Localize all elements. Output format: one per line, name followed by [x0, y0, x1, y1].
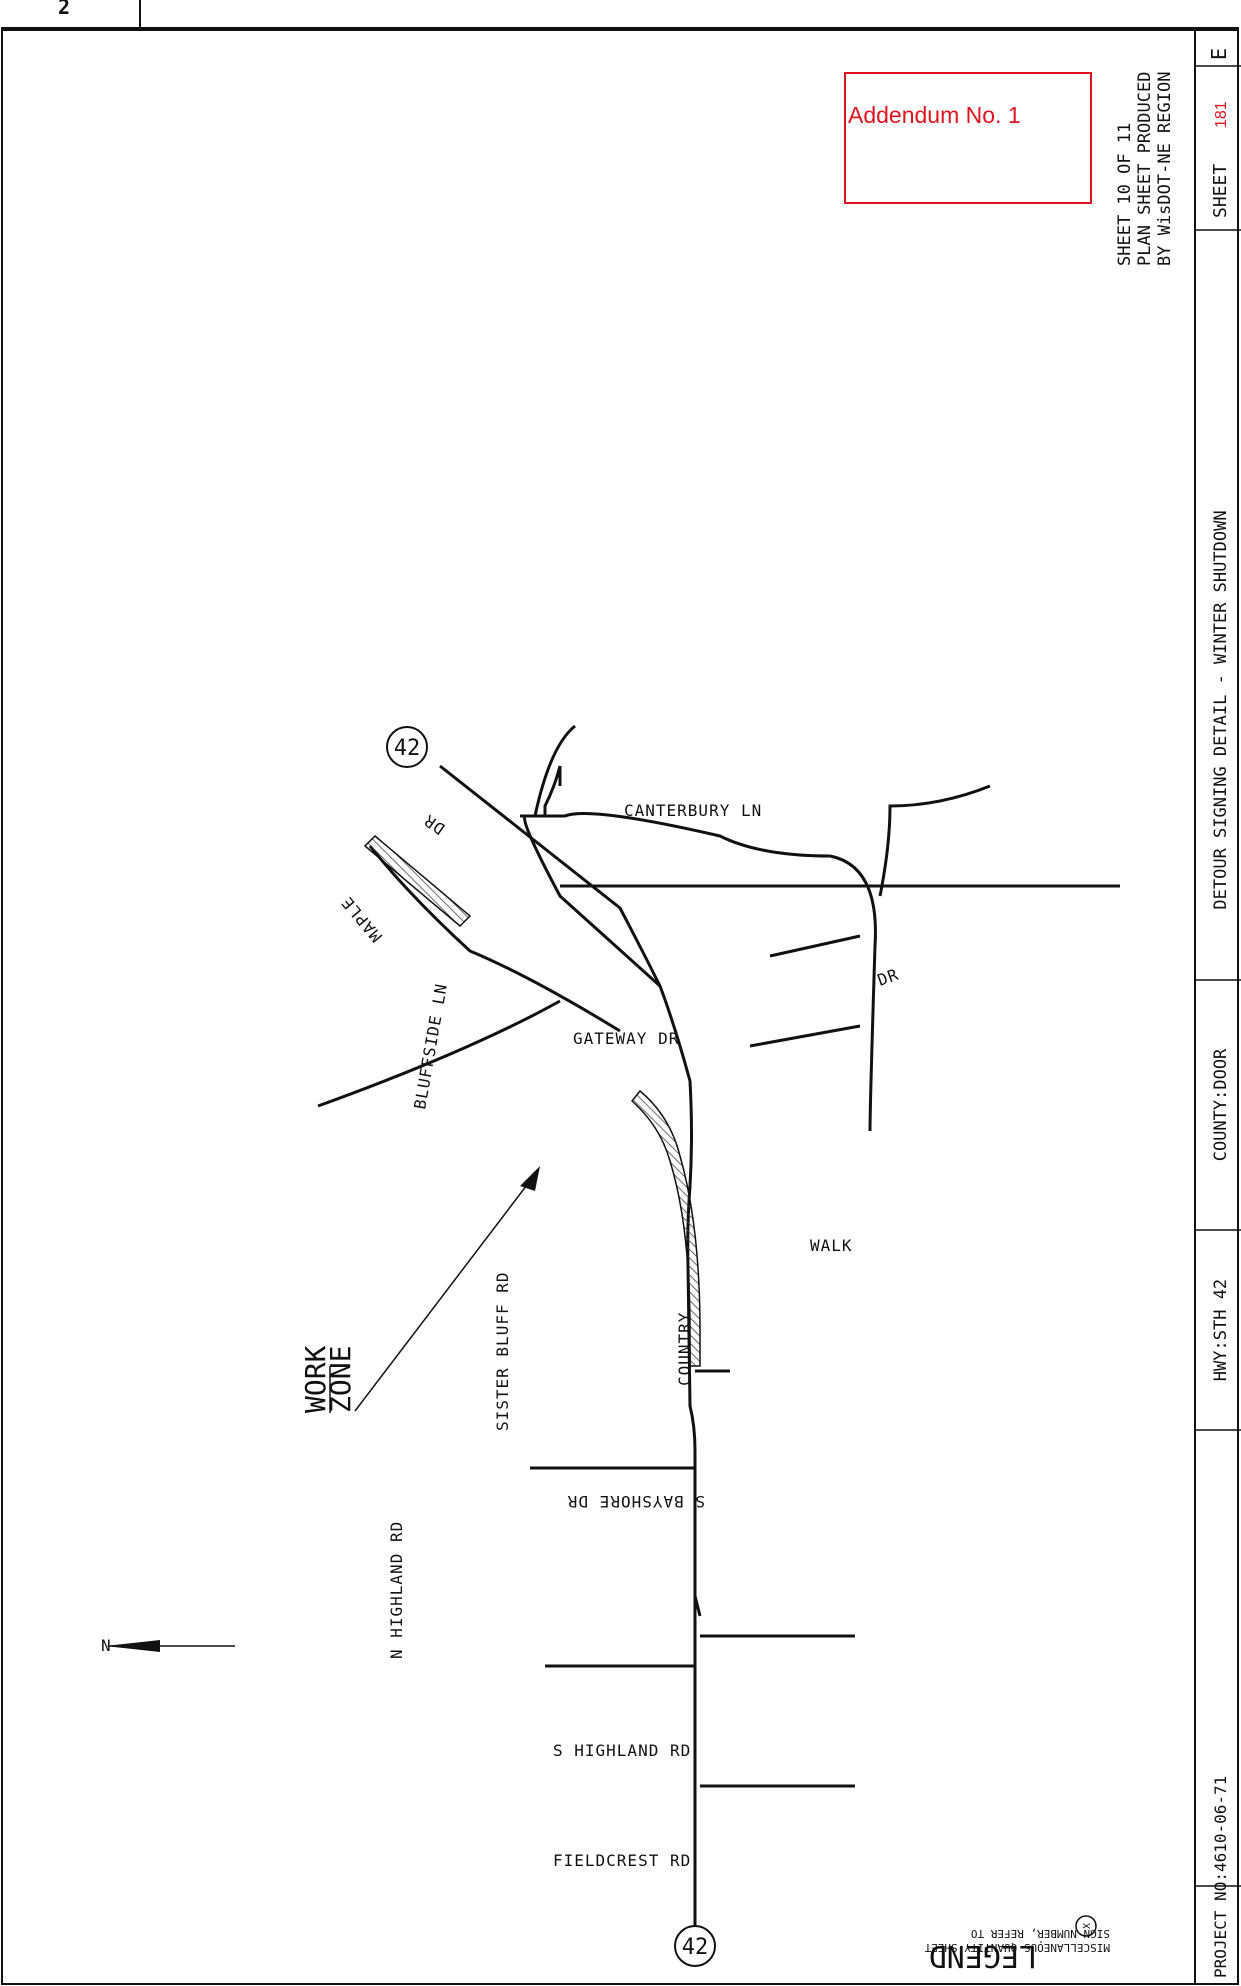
- sheet-info-1: SHEET 10 OF 11: [1115, 123, 1135, 266]
- title-block-county: COUNTY:DOOR: [1211, 1048, 1231, 1161]
- title-block-project: PROJECT NO:4610-06-71: [1211, 1776, 1230, 1978]
- closed-segment-hatch: [363, 834, 472, 928]
- road-label-s-bayshore: S BAYSHORE DR: [567, 1492, 705, 1511]
- sth-42: [439, 764, 697, 1946]
- road-label-gateway: GATEWAY DR: [573, 1029, 679, 1048]
- title-block-e: E: [1207, 48, 1231, 60]
- hwy-42-shield-north: 42: [386, 726, 428, 768]
- work-zone-hatch: [630, 1089, 701, 1367]
- road-label-dr-walk: DR: [875, 965, 901, 990]
- title-block-title: DETOUR SIGNING DETAIL - WINTER SHUTDOWN: [1211, 510, 1231, 909]
- hwy-42-shield-south: 42: [674, 1925, 716, 1967]
- road-label-s-highland: S HIGHLAND RD: [553, 1741, 691, 1760]
- east-road: [543, 765, 562, 816]
- walk-dr-spur: [878, 784, 991, 897]
- svg-text:42: 42: [682, 1935, 709, 1960]
- sheet-border: [1, 27, 1239, 1985]
- road-label-country: COUNTRY: [675, 1312, 694, 1386]
- sheet-info-2: PLAN SHEET PRODUCED: [1135, 72, 1155, 266]
- legend-title: LEGEND: [929, 1938, 1037, 1973]
- sheet-info-3: BY WisDOT-NE REGION: [1155, 72, 1175, 266]
- canterbury-east: [520, 724, 576, 818]
- addendum-box: Addendum No. 1: [844, 72, 1092, 204]
- legend: LEGEND X SIGN NUMBER, REFER TO MISCELLAN…: [924, 1915, 1110, 1973]
- addendum-line1: Addendum No. 1: [848, 102, 1021, 128]
- svg-text:ZONE: ZONE: [324, 1346, 357, 1413]
- road-label-fieldcrest: FIELDCREST RD: [553, 1851, 691, 1870]
- road-label-walk: WALK: [810, 1236, 853, 1255]
- sheet-corner-number: 2: [58, 0, 70, 19]
- maple-dr: [368, 845, 621, 1033]
- road-label-sister-bluff: SISTER BLUFF RD: [493, 1272, 512, 1432]
- road-network: [317, 724, 1120, 1946]
- title-block-hwy: HWY:STH 42: [1211, 1279, 1231, 1381]
- svg-text:N: N: [101, 1636, 111, 1655]
- road-label-dr-maple: DR: [420, 811, 448, 839]
- work-zone-label: WORK ZONE: [299, 1166, 540, 1413]
- svg-text:SIGN NUMBER, REFER TO: SIGN NUMBER, REFER TO: [971, 1927, 1110, 1940]
- road-label-n-highland: N HIGHLAND RD: [387, 1521, 406, 1659]
- road-label-bluffside: BLUFFSIDE LN: [410, 982, 451, 1111]
- road-label-maple: MAPLE: [337, 893, 386, 946]
- bluffside-ln: [317, 999, 561, 1108]
- svg-text:X: X: [1082, 1923, 1093, 1929]
- title-block-sheet-number: 181: [1213, 101, 1230, 128]
- svg-text:WORK: WORK: [299, 1345, 332, 1413]
- road-label-canterbury: CANTERBURY LN: [624, 801, 762, 820]
- svg-text:MISCELLANEOUS QUANTITY SHEET: MISCELLANEOUS QUANTITY SHEET: [924, 1941, 1110, 1954]
- canterbury-ln: [522, 812, 877, 1132]
- north-arrow: N: [101, 1636, 235, 1655]
- legend-item-sign-number: X SIGN NUMBER, REFER TO MISCELLANEOUS QU…: [924, 1915, 1110, 1954]
- svg-text:42: 42: [394, 736, 421, 761]
- title-block-sheet-label: SHEET: [1210, 164, 1231, 218]
